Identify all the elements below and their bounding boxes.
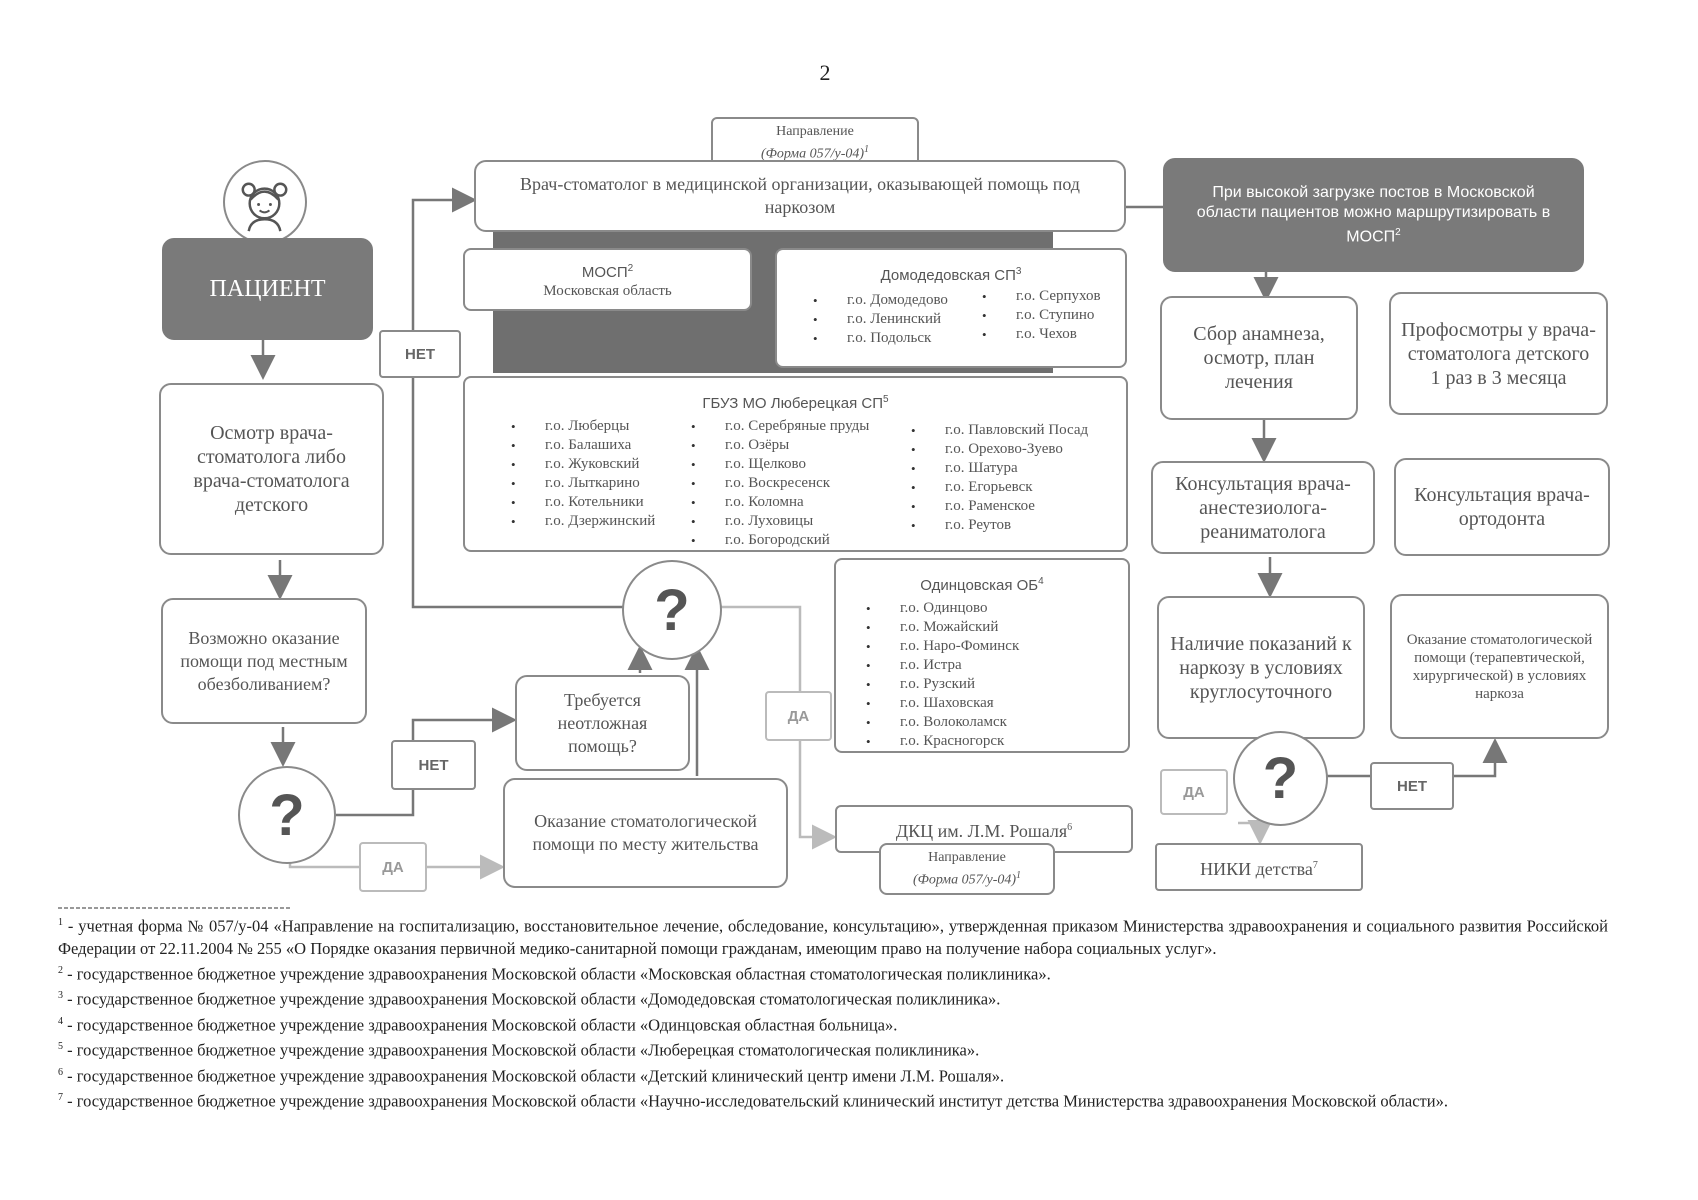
- odintsovo-box: Одинцовская ОБ4 г.о. Одинцово г.о. Можай…: [834, 558, 1130, 753]
- page-number: 2: [819, 60, 831, 85]
- list-item: г.о. Шаховская: [860, 694, 1152, 713]
- footnote: 7 - государственное бюджетное учреждение…: [58, 1091, 1448, 1111]
- niki-box: НИКИ детства7: [1155, 843, 1363, 891]
- odintsovo-title: Одинцовская ОБ4: [920, 576, 1044, 594]
- anesthesiologist-consult-box: Консультация врача-анестезиолога-реанима…: [1151, 461, 1375, 554]
- list-item: г.о. Раменское: [905, 497, 1125, 516]
- no-label-left: НЕТ: [379, 330, 461, 378]
- referral-form-number: (Форма 057/у-04)1: [760, 143, 870, 162]
- list-item: г.о. Серебряные пруды: [685, 417, 905, 436]
- footnote: 5 - государственное бюджетное учреждение…: [58, 1040, 980, 1060]
- list-item: г.о. Шатура: [905, 459, 1125, 478]
- no-label-bottom: НЕТ: [391, 740, 476, 790]
- list-item: г.о. Одинцово: [860, 599, 1152, 618]
- referral-title: Направление: [928, 849, 1006, 865]
- lyubertsy-box: ГБУЗ МО Люберецкая СП5 г.о. Люберцы г.о.…: [463, 376, 1128, 552]
- list-item: г.о. Павловский Посад: [905, 421, 1125, 440]
- list-item: г.о. Жуковский: [505, 455, 685, 474]
- list-item: г.о. Воскресенск: [685, 474, 905, 493]
- lyubertsy-list-1: г.о. Люберцы г.о. Балашиха г.о. Жуковски…: [465, 417, 685, 550]
- patient-box: ПАЦИЕНТ: [162, 238, 373, 340]
- list-item: г.о. Ступино: [976, 306, 1125, 325]
- list-item: г.о. Коломна: [685, 493, 905, 512]
- anamnesis-box: Сбор анамнеза, осмотр, план лечения: [1160, 296, 1358, 420]
- list-item: г.о. Красногорск: [860, 732, 1152, 751]
- mosp-box: МОСП2 Московская область: [463, 248, 752, 311]
- referral-title: Направление: [776, 123, 854, 139]
- question-circle-center: ?: [622, 560, 722, 660]
- question-circle-left: ?: [238, 766, 336, 864]
- footnotes: 1 - учетная форма № 057/у-04 «Направлени…: [58, 912, 1608, 1113]
- list-item: г.о. Чехов: [976, 325, 1125, 344]
- no-label-right: НЕТ: [1370, 762, 1454, 810]
- yes-label-right: ДА: [1160, 769, 1228, 815]
- list-item: г.о. Можайский: [860, 618, 1152, 637]
- list-item: г.о. Истра: [860, 656, 1152, 675]
- list-item: г.о. Подольск: [807, 329, 976, 348]
- local-care-box: Оказание стоматологической помощи по мес…: [503, 778, 788, 888]
- mosp-subtitle: Московская область: [543, 282, 672, 299]
- list-item: г.о. Котельники: [505, 493, 685, 512]
- list-item: г.о. Домодедово: [807, 291, 976, 310]
- question-circle-right: ?: [1233, 731, 1328, 826]
- footnote: 2 - государственное бюджетное учреждение…: [58, 964, 1051, 983]
- list-item: г.о. Богородский: [685, 531, 905, 550]
- dentist-anesthesia-box: Врач-стоматолог в медицинской организаци…: [474, 160, 1126, 232]
- list-item: г.о. Реутов: [905, 516, 1125, 535]
- local-anesthesia-question-box: Возможно оказание помощи под местным обе…: [161, 598, 367, 724]
- care-under-anesthesia-box: Оказание стоматологической помощи (терап…: [1390, 594, 1609, 739]
- yes-label-bottom: ДА: [359, 842, 427, 892]
- lyubertsy-title: ГБУЗ МО Люберецкая СП5: [702, 394, 889, 412]
- urgent-question-box: Требуется неотложная помощь?: [515, 675, 690, 771]
- anesthesia-indications-box: Наличие показаний к наркозу в условиях к…: [1157, 596, 1365, 739]
- checkups-box: Профосмотры у врача-стоматолога детского…: [1389, 292, 1608, 415]
- lyubertsy-list-3: г.о. Павловский Посад г.о. Орехово-Зуево…: [905, 421, 1125, 550]
- list-item: г.о. Волоколамск: [860, 713, 1152, 732]
- list-item: г.о. Егорьевск: [905, 478, 1125, 497]
- referral-form-number: (Форма 057/у-04)1: [912, 869, 1022, 888]
- odintsovo-list: г.о. Одинцово г.о. Можайский г.о. Наро-Ф…: [812, 599, 1152, 751]
- lyubertsy-list-2: г.о. Серебряные пруды г.о. Озёры г.о. Ще…: [685, 417, 905, 550]
- footnote: 1 - учетная форма № 057/у-04 «Направлени…: [58, 916, 1608, 958]
- list-item: г.о. Луховицы: [685, 512, 905, 531]
- footnote: 6 - государственное бюджетное учреждение…: [58, 1066, 1005, 1085]
- yes-label-center: ДА: [765, 691, 832, 741]
- domodedovo-box: Домодедовская СП3 г.о. Домодедово г.о. Л…: [775, 248, 1127, 368]
- patient-avatar-icon: [223, 160, 307, 244]
- list-item: г.о. Орехово-Зуево: [905, 440, 1125, 459]
- list-item: г.о. Лыткарино: [505, 474, 685, 493]
- list-item: г.о. Рузский: [860, 675, 1152, 694]
- dkc-box: ДКЦ им. Л.М. Рошаля6: [835, 805, 1133, 853]
- domodedovo-list-2: г.о. Серпухов г.о. Ступино г.о. Чехов: [976, 287, 1125, 348]
- list-item: г.о. Наро-Фоминск: [860, 637, 1152, 656]
- list-item: г.о. Озёры: [685, 436, 905, 455]
- mosp-title: МОСП2: [581, 262, 634, 281]
- footnote: 4 - государственное бюджетное учреждение…: [58, 1015, 898, 1034]
- list-item: г.о. Дзержинский: [505, 512, 685, 531]
- list-item: г.о. Люберцы: [505, 417, 685, 436]
- list-item: г.о. Ленинский: [807, 310, 976, 329]
- exam-box: Осмотр врача-стоматолога либо врача-стом…: [159, 383, 384, 555]
- domodedovo-list-1: г.о. Домодедово г.о. Ленинский г.о. Подо…: [777, 291, 976, 348]
- list-item: г.о. Балашиха: [505, 436, 685, 455]
- domodedovo-title: Домодедовская СП3: [880, 266, 1022, 284]
- footnote: 3 - государственное бюджетное учреждение…: [58, 989, 1001, 1009]
- high-load-box: При высокой загрузке постов в Московской…: [1163, 158, 1584, 272]
- orthodontist-consult-box: Консультация врача-ортодонта: [1394, 458, 1610, 556]
- list-item: г.о. Щелково: [685, 455, 905, 474]
- referral-form-bottom: Направление (Форма 057/у-04)1: [879, 843, 1055, 895]
- list-item: г.о. Серпухов: [976, 287, 1125, 306]
